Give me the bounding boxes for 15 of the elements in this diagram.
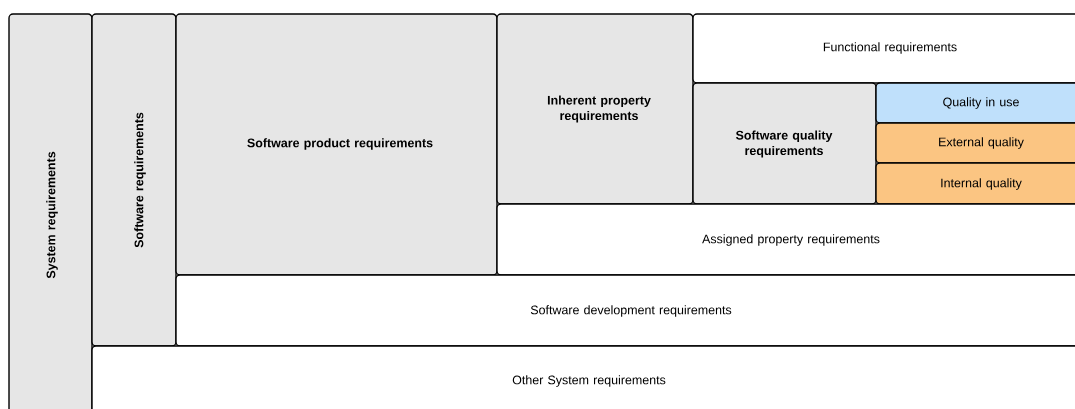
- node-label: External quality: [939, 137, 1024, 149]
- box: Functional requirements: [692, 13, 1075, 84]
- box: Software quality requirements: [692, 82, 877, 205]
- band: System requirements: [8, 13, 93, 409]
- box: External quality: [875, 122, 1075, 164]
- box: Software product requirements: [175, 13, 498, 276]
- box: Software development requirements: [175, 274, 1075, 347]
- box: Internal quality: [875, 162, 1075, 205]
- box: Assigned property requirements: [496, 203, 1075, 276]
- band: Software requirements: [91, 13, 177, 347]
- box: Quality in use: [875, 82, 1075, 124]
- node-label: Software development requirements: [530, 305, 732, 317]
- node-label: Assigned property requirements: [702, 234, 880, 246]
- box: Inherent property requirements: [496, 13, 694, 205]
- box: Other System requirements: [91, 345, 1075, 409]
